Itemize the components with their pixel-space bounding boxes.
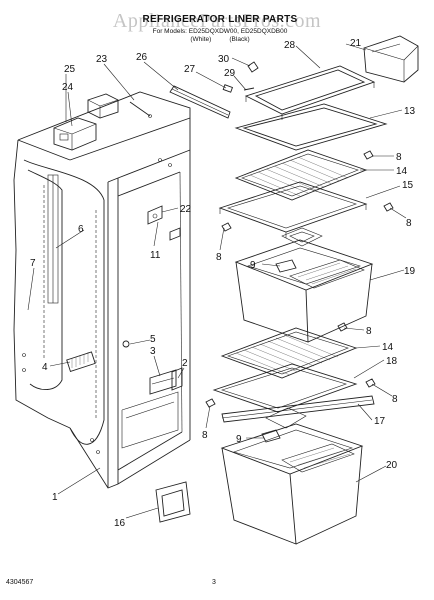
callout-13: 13	[404, 106, 416, 117]
callout-20: 20	[386, 460, 398, 471]
callout-11: 11	[150, 250, 161, 261]
upper-crisper-drawer	[234, 239, 374, 343]
callout-26: 26	[136, 52, 148, 63]
callout-1: 1	[52, 492, 58, 503]
light-socket	[66, 351, 96, 372]
callout-28: 28	[284, 40, 296, 51]
control-housing	[53, 93, 119, 151]
callout-30: 30	[218, 54, 230, 65]
callout-18: 18	[386, 356, 398, 367]
callout-25: 25	[64, 64, 76, 75]
callout-2: 2	[182, 358, 188, 369]
document-number: 4304567	[6, 579, 34, 586]
callout-24: 24	[62, 82, 74, 93]
callout-8-left-upper: 8	[216, 252, 222, 263]
callout-7: 7	[30, 258, 36, 269]
callout-8-mid: 8	[366, 326, 372, 337]
callout-16: 16	[114, 518, 126, 529]
callout-8-right-upper: 8	[406, 218, 412, 229]
callout-4: 4	[42, 362, 48, 373]
callout-8-right-lower: 8	[392, 394, 398, 405]
lower-crisper-drawer	[220, 423, 364, 545]
callout-9-lower: 9	[236, 434, 242, 445]
callout-6: 6	[78, 224, 84, 235]
callout-22: 22	[180, 204, 192, 215]
callout-9-upper: 9	[250, 260, 256, 271]
diagram-title: REFRIGERATOR LINER PARTS	[142, 14, 298, 25]
callout-17: 17	[374, 416, 386, 427]
callout-14-top: 14	[396, 166, 408, 177]
callout-3: 3	[150, 346, 156, 357]
model-line: For Models: ED25DQXDW00, ED25DQXDB00	[152, 28, 288, 35]
callout-21: 21	[350, 38, 362, 49]
model-color-line: (White) (Black)	[100, 36, 340, 44]
callout-27: 27	[184, 64, 196, 75]
callout-29: 29	[224, 68, 236, 79]
model-color-white: (White)	[190, 36, 212, 43]
page-number: 3	[212, 579, 216, 586]
callout-5: 5	[150, 334, 156, 345]
model-list: For Models: ED25DQXDW00, ED25DQXDB00 (Wh…	[100, 28, 340, 44]
leader-lines	[27, 43, 407, 519]
bottom-bracket	[155, 481, 191, 523]
model-color-black: (Black)	[229, 36, 250, 43]
callout-8-top: 8	[396, 152, 402, 163]
callout-23: 23	[96, 54, 108, 65]
watermark: AppliancePartsPros.com	[112, 10, 322, 32]
callout-14-lower: 14	[382, 342, 394, 353]
callout-8-left-lower: 8	[202, 430, 208, 441]
callout-19: 19	[404, 266, 416, 277]
callout-labels: 25 24 23 26 27 30 29 28 21 13 8 14 15 8 …	[30, 38, 416, 529]
callout-15: 15	[402, 180, 414, 191]
cabinet-liner	[13, 91, 191, 489]
